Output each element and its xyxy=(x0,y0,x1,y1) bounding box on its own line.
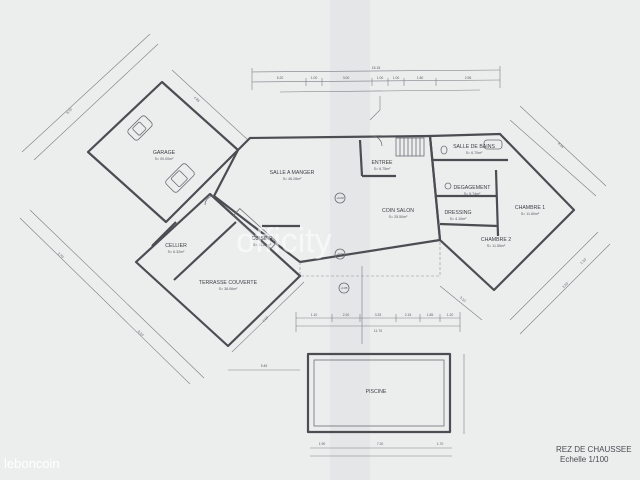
dimension-label: 2.20 xyxy=(343,313,350,317)
entree-area: S= 6.75m² xyxy=(374,167,391,171)
dimension-line-left-lower xyxy=(19,217,191,385)
dimension-label: 1.90 xyxy=(319,442,326,446)
cellier-terrasse-walls xyxy=(134,192,302,348)
dimension-label: 1.00 xyxy=(311,76,318,80)
paper-fold-shadow xyxy=(330,0,370,480)
dimension-label: 3.33 xyxy=(375,313,382,317)
dimension-label: 4.85 xyxy=(193,96,201,104)
cellier-label: CELLIER xyxy=(165,243,187,249)
dimension-label: 1.70 xyxy=(437,442,444,446)
dimension-line-right-mid xyxy=(439,285,483,321)
salle-a-manger-area: S= 46.28m² xyxy=(283,177,302,181)
dimension-label: 3.10 xyxy=(459,296,467,303)
dimension-label: 1.10 xyxy=(311,313,318,317)
dimension-label: 2.70 xyxy=(57,252,65,260)
plan-scale: Echelle 1/100 xyxy=(560,455,609,464)
pool-outline xyxy=(306,352,452,434)
kitchen-counter xyxy=(232,207,278,251)
dimension-line-right-upper2 xyxy=(509,119,597,197)
dimension-label: 11.70 xyxy=(374,329,382,333)
plan-title: REZ DE CHAUSSEE xyxy=(556,445,632,454)
level-label: +0.00 xyxy=(336,196,344,200)
dimension-line-terrasse xyxy=(231,281,305,353)
salon-partition xyxy=(358,139,364,177)
terrasse-label: TERRASSE COUVERTE xyxy=(199,280,258,286)
chambre-1-label: CHAMBRE 1 xyxy=(515,205,545,211)
dimension-label: 5.20 xyxy=(277,76,284,80)
salle-de-bains-area: S= 6.70m² xyxy=(466,151,483,155)
stairs-icon xyxy=(395,137,425,157)
entree-label: ENTREE xyxy=(371,160,393,166)
dimension-label: 1.00 xyxy=(377,76,384,80)
salle-a-manger-label: SALLE A MANGER xyxy=(270,170,315,176)
door-swing-icon xyxy=(204,195,215,206)
dimension-line-right-upper xyxy=(519,105,607,187)
right-wing xyxy=(428,105,611,335)
chambre-2-label: CHAMBRE 2 xyxy=(481,237,511,243)
leboncoin-watermark: leboncoin xyxy=(4,456,60,471)
dimension-label: 1.80 xyxy=(417,76,424,80)
dimension-label: 9.70 xyxy=(66,107,74,115)
dimension-label: 3.00 xyxy=(343,76,350,80)
bedroom-wing-walls xyxy=(428,132,576,292)
coin-salon-label: COIN SALON xyxy=(382,208,414,214)
bottom-dimensions xyxy=(228,266,465,457)
level-marker xyxy=(334,192,346,204)
salle-de-bains-label: SALLE DE BAINS xyxy=(453,144,495,150)
level-marker xyxy=(334,248,346,260)
dimension-label: 2.10 xyxy=(580,257,588,265)
dimension-label: 3.20 xyxy=(562,281,570,289)
dimension-label: 7.20 xyxy=(377,442,384,446)
garage-area: S= 00.00m² xyxy=(155,157,174,161)
top-dimensions xyxy=(251,66,501,121)
level-label: +0.00 xyxy=(336,252,344,256)
dimension-label: 5.45 xyxy=(261,364,268,368)
cellier-area: S= 6.32m² xyxy=(168,250,185,254)
dressing-area: S= 4.10m² xyxy=(450,217,467,221)
degagement-label: DEGAGEMENT xyxy=(454,185,492,191)
dimension-line-right-lower2 xyxy=(509,231,599,321)
sink-icon xyxy=(444,182,452,190)
dimension-label: 15.15 xyxy=(372,66,381,70)
officity-watermark: officity xyxy=(236,222,332,260)
left-wing xyxy=(19,33,305,385)
terrasse-partition xyxy=(173,221,237,281)
toilet-icon xyxy=(440,145,448,155)
dressing-partition xyxy=(439,222,499,228)
coin-salon-area: S= 25.50m² xyxy=(389,215,408,219)
chambre-1-area: S= 11.60m² xyxy=(521,212,540,216)
dimension-label: 2.60 xyxy=(262,315,270,323)
dimension-line-right-lower xyxy=(519,243,611,335)
terrasse-area: S= 38.06m² xyxy=(219,287,238,291)
chambre-2-area: S= 11.55m² xyxy=(487,244,506,248)
dimension-label: 6.10 xyxy=(137,330,145,338)
dimension-label: 8.45 xyxy=(557,142,565,150)
cuisine-area: S= 11.28m² xyxy=(253,243,272,247)
terrace-outline xyxy=(299,240,441,277)
dimension-label: 2.15 xyxy=(405,313,412,317)
cuisine-label: CUISINE xyxy=(251,236,273,242)
car-icon xyxy=(127,115,153,141)
dimension-label: 1.85 xyxy=(427,313,434,317)
cellier-partition xyxy=(151,221,177,247)
dimension-label: 2.55 xyxy=(465,76,472,80)
dimension-label: 1.20 xyxy=(447,313,454,317)
pool-inner xyxy=(313,359,445,427)
garage-label: GARAGE xyxy=(153,150,176,156)
dimension-line-left-lower2 xyxy=(29,209,205,379)
level-marker xyxy=(338,282,350,294)
piscine-label: PISCINE xyxy=(366,389,387,395)
dimension-label: 1.00 xyxy=(393,76,400,80)
level-label: -0.05 xyxy=(341,286,348,290)
degagement-area: S= 5.74m² xyxy=(464,192,481,196)
bathtub-icon xyxy=(483,139,503,150)
dimension-line-garage-right xyxy=(171,69,249,141)
dressing-label: DRESSING xyxy=(444,210,471,216)
car-icon xyxy=(165,163,195,193)
dimension-line-left-outer2 xyxy=(33,43,159,161)
dimension-line-left-outer xyxy=(21,33,151,153)
door-swing-icon xyxy=(371,135,383,147)
